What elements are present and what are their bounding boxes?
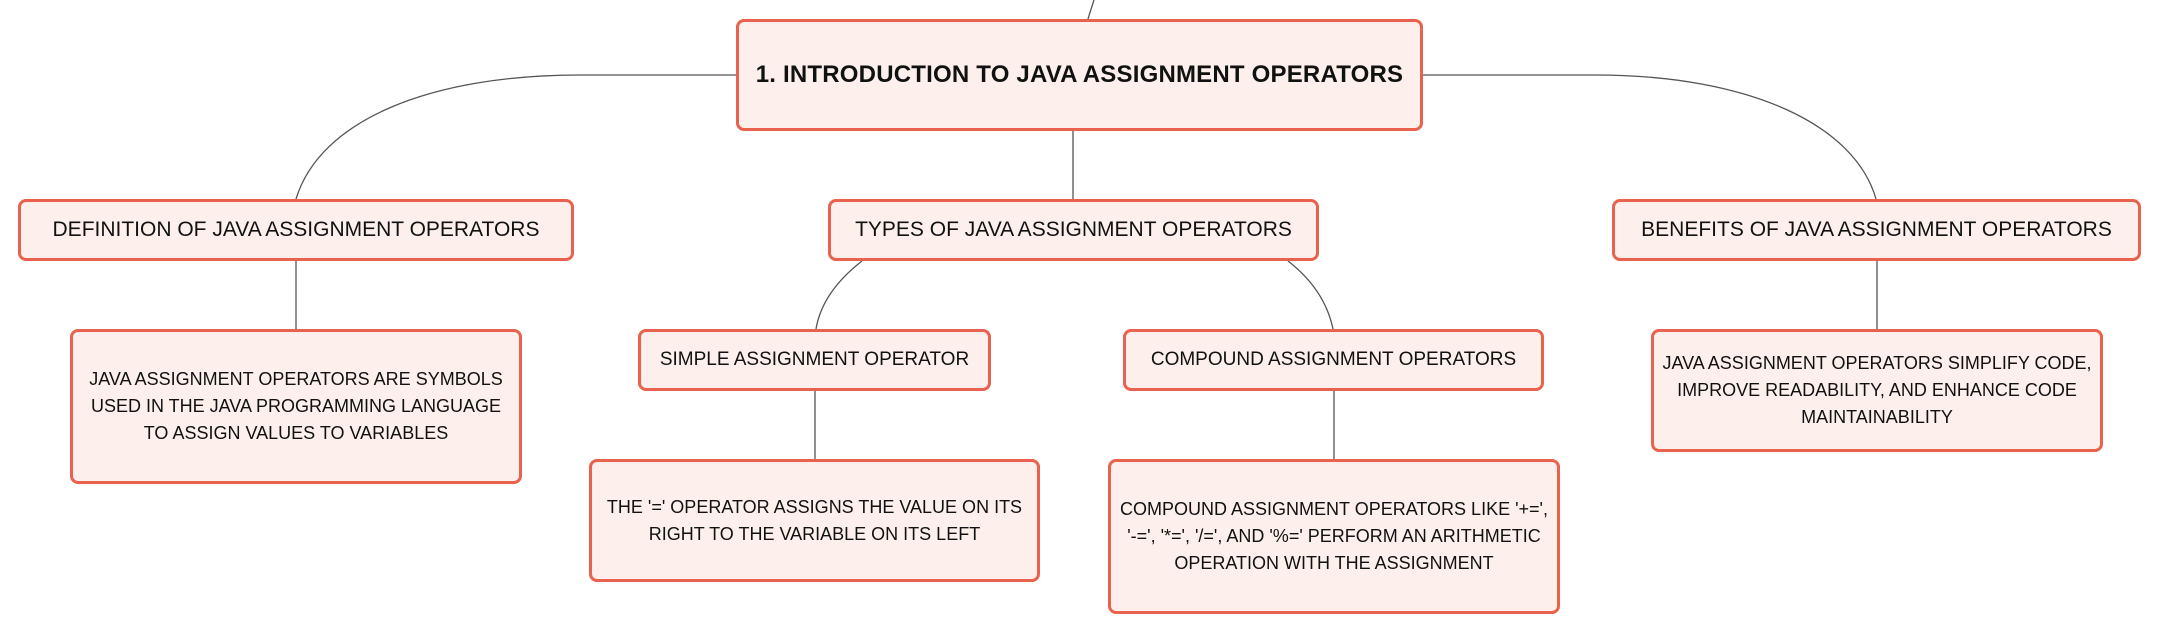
- compound-operators-topic-label: COMPOUND ASSIGNMENT OPERATORS: [1150, 349, 1517, 370]
- connector-root-parent: [1087, 0, 1095, 20]
- simple-operator-detail[interactable]: THE '=' OPERATOR ASSIGNS THE VALUE ON IT…: [589, 459, 1040, 582]
- compound-operators-topic[interactable]: COMPOUND ASSIGNMENT OPERATORS: [1123, 329, 1544, 391]
- benefits-detail-text: JAVA ASSIGNMENT OPERATORS SIMPLIFY CODE,…: [1662, 353, 2092, 427]
- benefits-detail[interactable]: JAVA ASSIGNMENT OPERATORS SIMPLIFY CODE,…: [1651, 329, 2103, 452]
- connector-root-definition: [295, 74, 736, 200]
- definition-topic-label: DEFINITION OF JAVA ASSIGNMENT OPERATORS: [52, 218, 540, 241]
- connector-root-benefits: [1423, 74, 1877, 200]
- compound-operators-detail-text: COMPOUND ASSIGNMENT OPERATORS LIKE '+=',…: [1120, 499, 1548, 573]
- simple-operator-topic[interactable]: SIMPLE ASSIGNMENT OPERATOR: [638, 329, 991, 391]
- definition-detail-text: JAVA ASSIGNMENT OPERATORS ARE SYMBOLS US…: [89, 369, 503, 443]
- simple-operator-topic-label: SIMPLE ASSIGNMENT OPERATOR: [659, 349, 970, 370]
- benefits-topic[interactable]: BENEFITS OF JAVA ASSIGNMENT OPERATORS: [1612, 199, 2141, 261]
- types-topic-label: TYPES OF JAVA ASSIGNMENT OPERATORS: [855, 218, 1292, 241]
- root-topic-label: 1. INTRODUCTION TO JAVA ASSIGNMENT OPERA…: [755, 61, 1404, 88]
- simple-operator-detail-text: THE '=' OPERATOR ASSIGNS THE VALUE ON IT…: [606, 496, 1023, 544]
- benefits-topic-label: BENEFITS OF JAVA ASSIGNMENT OPERATORS: [1641, 218, 2112, 241]
- definition-topic[interactable]: DEFINITION OF JAVA ASSIGNMENT OPERATORS: [18, 199, 574, 261]
- connector-types-compound: [1287, 260, 1334, 330]
- connector-types-simple: [815, 260, 863, 330]
- definition-detail[interactable]: JAVA ASSIGNMENT OPERATORS ARE SYMBOLS US…: [70, 329, 522, 484]
- types-topic[interactable]: TYPES OF JAVA ASSIGNMENT OPERATORS: [828, 199, 1319, 261]
- compound-operators-detail[interactable]: COMPOUND ASSIGNMENT OPERATORS LIKE '+=',…: [1108, 459, 1560, 614]
- root-topic[interactable]: 1. INTRODUCTION TO JAVA ASSIGNMENT OPERA…: [736, 19, 1423, 131]
